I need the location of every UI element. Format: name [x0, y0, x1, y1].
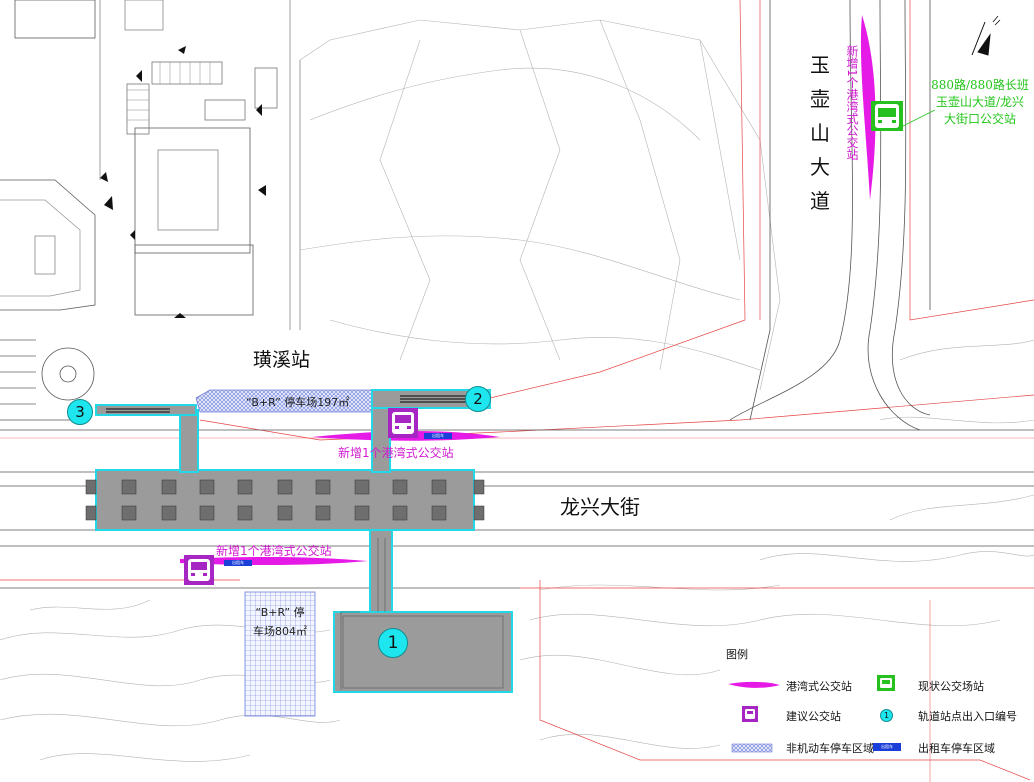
br-parking-south	[244, 591, 316, 717]
bus-stop-label-south: 新增1个港湾式公交站	[216, 544, 332, 558]
existing-bus-line-1: 880路/880路长班	[931, 78, 1029, 92]
legend-item-entrance-number: 轨道站点出入口编号	[918, 710, 1017, 723]
br-parking-south-line1: “B+R” 停	[255, 606, 305, 619]
station-structure	[95, 389, 513, 693]
bus-stop-label-north: 新增1个港湾式公交站	[338, 446, 454, 460]
building-markers	[100, 46, 266, 318]
station-name: 璜溪站	[253, 349, 311, 371]
proposed-bus-stop-icon-north	[388, 408, 418, 438]
yuhu-road	[729, 0, 931, 431]
br-parking-south-line2: 车场804㎡	[253, 625, 307, 638]
bay-bus-stop-east	[860, 15, 876, 200]
legend-title: 图例	[726, 648, 748, 661]
legend-item-bike-parking: 非机动车停车区域	[786, 742, 874, 755]
legend-item-proposed-bus-stop: 建议公交站	[786, 710, 841, 723]
existing-bus-stop-label: 880路/880路长班 玉壶山大道/龙兴 大街口公交站	[925, 77, 1034, 128]
entrance-marker-1: 1	[378, 628, 408, 658]
taxi-parking-tag-north: 出租车	[424, 433, 452, 439]
taxi-parking-tag-south: 出租车	[224, 560, 252, 566]
legend-item-bay-bus-stop: 港湾式公交站	[786, 680, 852, 693]
north-arrow	[971, 15, 1001, 56]
urban-blocks	[0, 0, 301, 405]
terrain-contours	[0, 19, 1034, 762]
legend-item-taxi-parking: 出租车停车区域	[918, 742, 995, 755]
legend	[728, 675, 895, 753]
br-parking-north-label: “B+R” 停车场197㎡	[246, 396, 350, 409]
station-internal-lines	[106, 395, 504, 690]
legend-entrance-sample: 1	[880, 709, 893, 722]
br-parking-south-label: “B+R” 停 车场804㎡	[246, 604, 314, 639]
entrance-marker-3: 3	[67, 399, 93, 425]
existing-bus-stop-icon	[871, 101, 903, 131]
existing-bus-line-3: 大街口公交站	[943, 112, 1016, 126]
road-label-longxing: 龙兴大街	[560, 495, 640, 519]
entrance-marker-2: 2	[465, 386, 491, 412]
legend-taxi-sample: 出租车	[873, 743, 901, 751]
proposed-bus-stop-icon-south	[184, 555, 214, 585]
existing-bus-line-2: 玉壶山大道/龙兴	[935, 95, 1025, 109]
roundabout	[41, 347, 95, 401]
road-label-yuhu: 玉壶山大道	[810, 53, 830, 213]
station-columns	[85, 479, 485, 521]
bus-stop-label-east: 新增1个港湾式公交站	[845, 45, 859, 161]
legend-item-existing-bus-station: 现状公交场站	[918, 680, 984, 693]
